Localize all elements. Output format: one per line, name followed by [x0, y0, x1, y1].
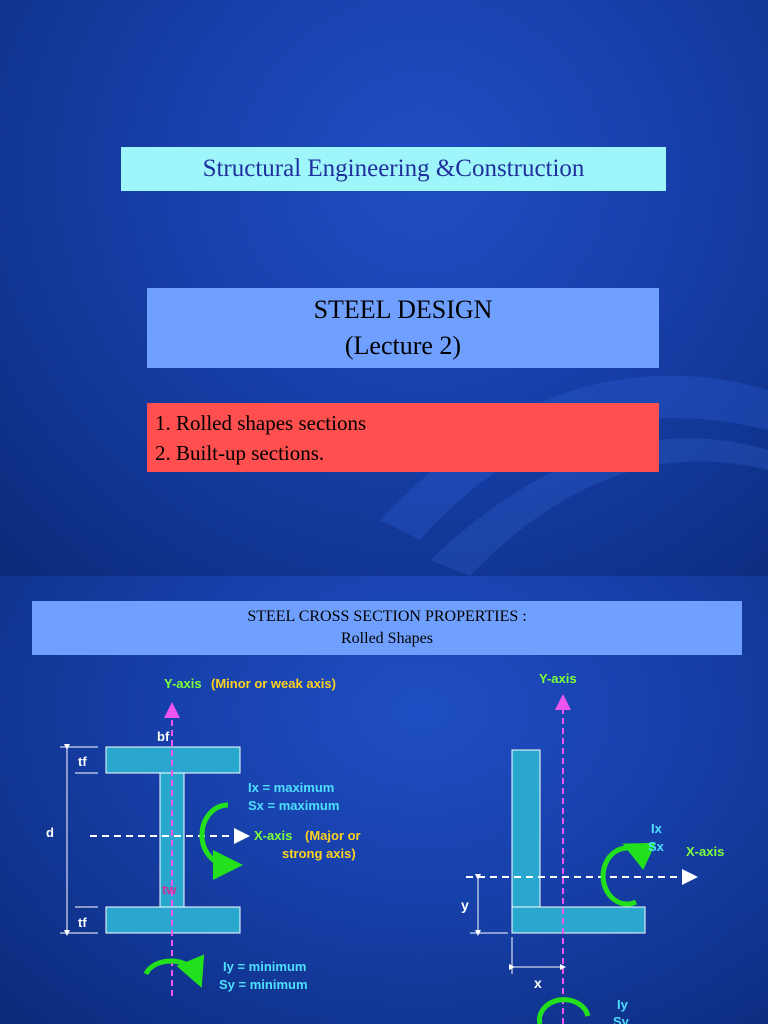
x-axis-note-1: (Major or [305, 828, 361, 843]
lecture-number: (Lecture 2) [344, 331, 462, 360]
bf-label: bf [157, 729, 170, 744]
y-distance-label: y [461, 897, 469, 913]
topics-list: 1. Rolled shapes sections 2. Built-up se… [147, 403, 659, 472]
angle-x-rotation-arrow [600, 842, 656, 907]
x-axis-label: X-axis [254, 828, 292, 843]
d-label: d [46, 825, 54, 840]
angle-iy-label: Iy [617, 997, 629, 1012]
topic-item: 2. Built-up sections. [155, 441, 325, 465]
tf-top-label: tf [78, 754, 87, 769]
section-properties-header: STEEL CROSS SECTION PROPERTIES : Rolled … [32, 601, 742, 655]
cross-section-diagram: Y-axis (Minor or weak axis) bf tf tf d t… [46, 671, 724, 1024]
sx-label: Sx = maximum [248, 798, 339, 813]
angle-sy-label: Sy [613, 1014, 630, 1024]
x-axis-note-2: strong axis) [282, 846, 356, 861]
y-axis-label: Y-axis [164, 676, 202, 691]
angle-y-rotation-arrow [537, 997, 591, 1024]
tf-bottom-label: tf [78, 915, 87, 930]
angle-x-axis-label: X-axis [686, 844, 724, 859]
angle-section: Y-axis Ix Sx X-axis y x Iy Sy [461, 671, 724, 1024]
y-rotation-arrow [143, 954, 205, 988]
header-subtitle: Rolled Shapes [341, 630, 433, 647]
angle-horizontal-leg [511, 906, 646, 934]
course-title: Structural Engineering &Construction [121, 147, 666, 191]
angle-y-axis-label: Y-axis [539, 671, 577, 686]
angle-ix-label: Ix [651, 821, 663, 836]
ix-label: Ix = maximum [248, 780, 334, 795]
tw-label: tw [162, 882, 177, 897]
slide-2: STEEL CROSS SECTION PROPERTIES : Rolled … [0, 576, 768, 1024]
x-distance-label: x [534, 975, 542, 991]
y-axis-note: (Minor or weak axis) [211, 676, 336, 691]
slide-1: Structural Engineering &Construction STE… [0, 0, 768, 576]
angle-sx-label: Sx [648, 839, 665, 854]
lecture-title-box: STEEL DESIGN (Lecture 2) [147, 288, 659, 368]
i-section: Y-axis (Minor or weak axis) bf tf tf d t… [46, 676, 361, 996]
header-title: STEEL CROSS SECTION PROPERTIES : [247, 608, 527, 625]
lecture-title: STEEL DESIGN [313, 295, 493, 324]
topic-item: 1. Rolled shapes sections [155, 411, 367, 435]
x-rotation-arrow [199, 802, 243, 880]
iy-label: Iy = minimum [223, 959, 306, 974]
angle-vertical-leg [511, 749, 541, 908]
sy-label: Sy = minimum [219, 977, 308, 992]
